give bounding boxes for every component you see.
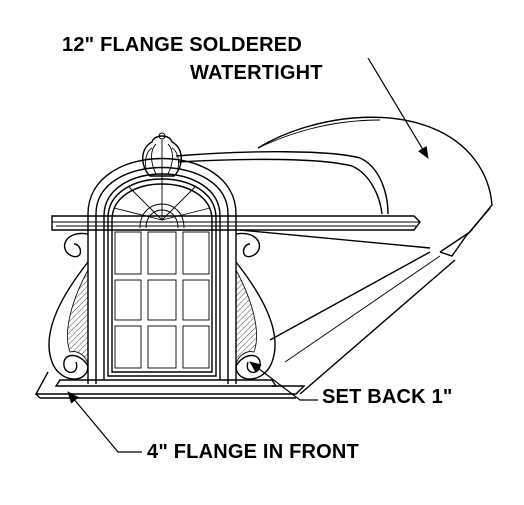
window-sill [54,379,278,387]
right-scroll-bracket [235,232,276,380]
barrel-roof [175,151,389,215]
crest-ornament [142,132,182,177]
label-flange-front: 4" FLANGE IN FRONT [147,441,359,463]
label-flange-soldered: 12" FLANGE SOLDERED [62,34,302,56]
rear-flange [257,116,493,257]
window-sash [107,172,217,377]
leader-flange-front [67,391,142,453]
front-flange [34,371,306,399]
leader-set-back [249,361,318,401]
roof-slope [239,229,456,395]
label-watertight: WATERTIGHT [190,62,323,84]
label-set-back: SET BACK 1" [322,386,453,408]
leader-flange-top [367,57,429,159]
left-scroll-bracket [48,232,89,380]
